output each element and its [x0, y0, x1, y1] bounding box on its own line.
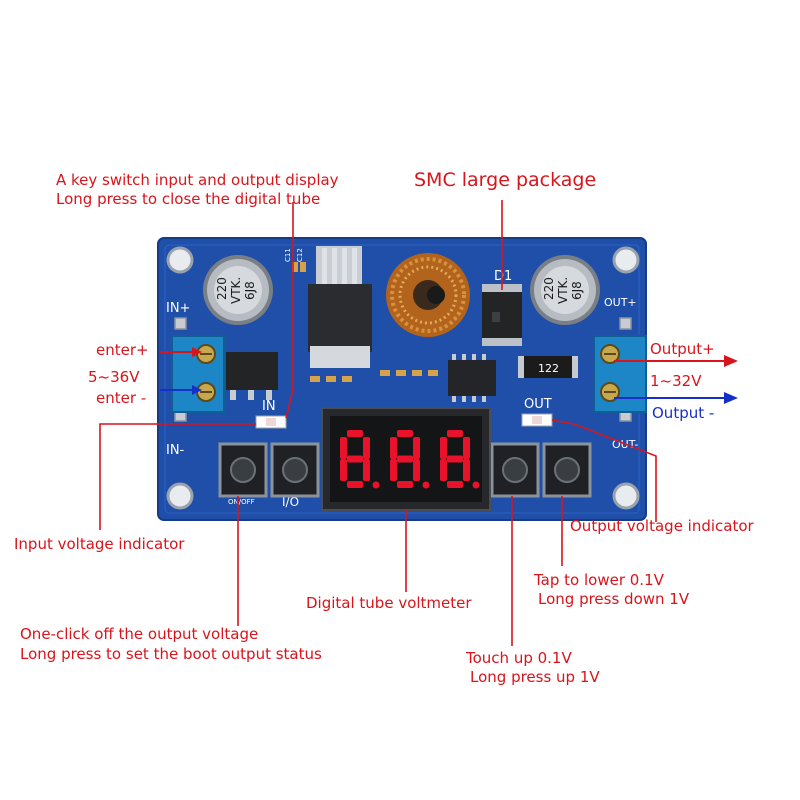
- cap-left-line-3: 6J8: [243, 281, 257, 300]
- segment-2-a: [397, 430, 413, 437]
- cap-right-line-3: 6J8: [570, 281, 584, 300]
- label-output-minus: Output -: [652, 404, 715, 422]
- button-on-off: [218, 442, 268, 498]
- output-indicator-led: [521, 413, 553, 427]
- callout-line-key-switch: [285, 202, 294, 419]
- seven-segment-digits: [340, 430, 480, 489]
- segment-1-c: [363, 459, 370, 481]
- button-up: [490, 442, 540, 498]
- segment-3-e: [440, 459, 447, 481]
- segment-3-a: [447, 430, 463, 437]
- enter-plus-arrowhead: [192, 347, 202, 357]
- callout-line-input-indicator: [99, 423, 256, 530]
- resistor-code: 122: [538, 362, 559, 375]
- inductor-coil: [386, 253, 470, 337]
- c11-label: C11: [284, 248, 292, 262]
- input-terminal-block: [171, 335, 225, 413]
- pcb-io-label: I/O: [282, 495, 299, 509]
- controller-ic: [448, 360, 496, 396]
- callout-line-output-indicator: [551, 419, 657, 522]
- label-tap-lower-line-1: Tap to lower 0.1V: [534, 571, 664, 589]
- segment-2-b: [413, 437, 420, 459]
- segment-1-g: [347, 455, 363, 463]
- regulator-chip: [308, 246, 372, 368]
- label-key-switch-line-2: Long press to close the digital tube: [56, 190, 321, 208]
- label-input-indicator: Input voltage indicator: [14, 535, 185, 553]
- decimal-point-1: [372, 481, 380, 489]
- segment-3-c: [463, 459, 470, 481]
- segment-2-e: [390, 459, 397, 481]
- pcb-out-plus: OUT+: [604, 296, 637, 309]
- cap-right-line-1: 220: [542, 277, 556, 300]
- d1-label: D1: [494, 269, 512, 284]
- c12-label: C12: [296, 248, 304, 262]
- pcb-in-plus: IN+: [166, 301, 190, 316]
- label-tap-lower-line-2: Long press down 1V: [538, 590, 690, 608]
- label-touch-up-line-2: Long press up 1V: [470, 668, 600, 686]
- segment-2-f: [390, 437, 397, 459]
- button-io: [270, 442, 320, 498]
- segment-3-d: [447, 481, 463, 488]
- label-key-switch-line-1: A key switch input and output display: [56, 171, 339, 189]
- input-capacitor: [203, 255, 273, 325]
- label-output-range: 1~32V: [650, 372, 702, 390]
- segment-2-g: [397, 455, 413, 463]
- segment-2-d: [397, 481, 413, 488]
- pcb-on-off-label: ON/OFF: [228, 498, 255, 506]
- label-digital-tube: Digital tube voltmeter: [306, 594, 472, 612]
- segment-3-g: [447, 455, 463, 463]
- segment-1-e: [340, 459, 347, 481]
- label-input-range: 5~36V: [88, 368, 140, 386]
- pcb-out-label: OUT: [524, 397, 552, 412]
- cap-right-line-2: VTK.: [556, 277, 570, 304]
- mounting-holes: [166, 246, 640, 510]
- callout-lines: [99, 200, 657, 646]
- pcb-in-label: IN: [262, 399, 276, 414]
- label-enter-minus: enter -: [96, 389, 147, 407]
- segment-3-b: [463, 437, 470, 459]
- label-output-plus: Output+: [650, 340, 715, 358]
- decimal-point-3: [472, 481, 480, 489]
- input-indicator-led: [255, 415, 287, 429]
- segment-1-a: [347, 430, 363, 437]
- label-enter-plus: enter+: [96, 341, 149, 359]
- label-one-click-off-line-2: Long press to set the boot output status: [20, 645, 322, 663]
- segment-1-f: [340, 437, 347, 459]
- cap-left-line-2: VTK.: [229, 277, 243, 304]
- pcb-in-minus: IN-: [166, 443, 185, 458]
- label-smc-package: SMC large package: [414, 169, 597, 191]
- segment-2-c: [413, 459, 420, 481]
- output-minus-arrowhead: [724, 392, 738, 404]
- output-capacitor: [530, 255, 600, 325]
- label-output-indicator: Output voltage indicator: [570, 517, 754, 535]
- button-down: [542, 442, 592, 498]
- output-terminal-block: [593, 335, 647, 413]
- segment-1-b: [363, 437, 370, 459]
- enter-minus-arrowhead: [192, 385, 202, 395]
- label-one-click-off-line-1: One-click off the output voltage: [20, 625, 259, 643]
- decimal-point-2: [422, 481, 430, 489]
- segment-3-f: [440, 437, 447, 459]
- cap-left-line-1: 220: [215, 277, 229, 300]
- output-plus-arrowhead: [724, 355, 738, 367]
- label-touch-up-line-1: Touch up 0.1V: [466, 649, 572, 667]
- smc-diode: [482, 284, 522, 346]
- segment-1-d: [347, 481, 363, 488]
